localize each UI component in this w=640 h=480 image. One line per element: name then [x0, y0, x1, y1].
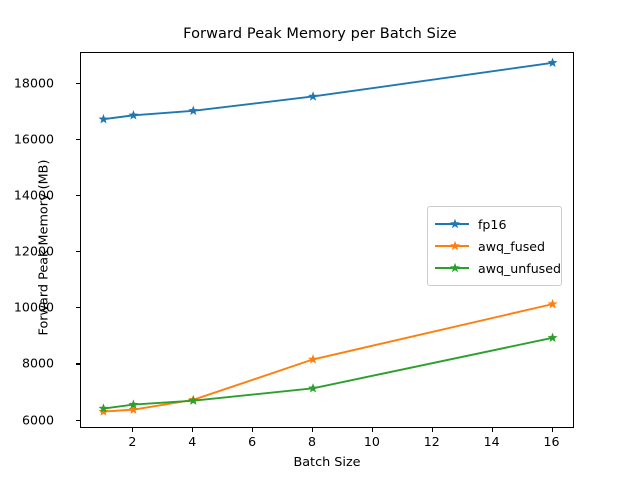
x-tick-mark: [132, 428, 134, 432]
chart-title: Forward Peak Memory per Batch Size: [183, 26, 457, 42]
x-tick-label: 2: [128, 434, 137, 449]
legend-swatch: [435, 217, 469, 231]
data-point-marker: [308, 91, 318, 101]
y-tick-label: 18000: [13, 75, 54, 91]
data-point-marker: [547, 332, 558, 343]
series-line: [102, 303, 554, 413]
y-tick-mark: [76, 251, 80, 253]
data-point-marker: [188, 105, 199, 116]
data-point-marker: [188, 395, 199, 405]
x-tick-label: 14: [483, 434, 500, 449]
x-tick-label: 8: [308, 434, 317, 449]
legend-item-fp16: fp16: [435, 213, 554, 235]
y-tick-label: 12000: [13, 243, 54, 259]
legend-label: awq_fused: [478, 238, 546, 254]
series-fp16: [98, 57, 558, 124]
y-tick-label: 8000: [21, 355, 54, 371]
y-tick-label: 14000: [13, 187, 54, 203]
legend-line: [435, 223, 469, 225]
data-point-marker: [547, 298, 558, 309]
x-tick-mark: [551, 428, 553, 432]
x-tick-mark: [192, 428, 194, 432]
y-tick-mark: [76, 307, 80, 309]
data-point-marker: [98, 403, 109, 413]
y-tick-mark: [76, 138, 80, 141]
x-tick-mark: [491, 428, 493, 432]
legend-star-icon: [450, 240, 460, 251]
data-point-marker: [128, 110, 139, 120]
legend-item-awq_unfused: awq_unfused: [435, 257, 561, 279]
data-point-marker: [98, 406, 109, 416]
legend-star-icon: [450, 262, 460, 273]
y-tick-mark: [76, 82, 80, 84]
y-tick-label: 6000: [21, 412, 54, 428]
data-point-marker: [98, 114, 109, 124]
legend: fp16 awq_fused awq_unfused: [427, 206, 562, 286]
x-tick-mark: [252, 428, 254, 432]
data-point-marker: [547, 57, 558, 68]
series-awq_unfused: [98, 332, 558, 413]
y-tick-label: 16000: [13, 131, 54, 147]
y-tick-label: 10000: [13, 299, 54, 315]
legend-label: fp16: [478, 216, 507, 232]
x-tick-mark: [431, 428, 433, 432]
data-point-marker: [308, 383, 318, 393]
data-point-marker: [128, 399, 139, 409]
series-line: [102, 336, 554, 410]
series-layer: [98, 57, 558, 416]
legend-item-awq_fused: awq_fused: [435, 235, 554, 257]
x-tick-label: 4: [188, 434, 197, 449]
data-point-marker: [308, 354, 318, 364]
x-tick-label: 10: [363, 434, 380, 449]
legend-label: awq_unfused: [478, 260, 561, 276]
legend-swatch: [435, 239, 469, 253]
y-tick-mark: [76, 195, 80, 197]
legend-line: [435, 267, 469, 269]
x-axis-label: Batch Size: [293, 455, 361, 470]
series-awq_fused: [98, 298, 558, 416]
x-tick-mark: [371, 428, 373, 432]
x-tick-label: 6: [248, 434, 257, 449]
legend-line: [435, 245, 469, 247]
x-tick-mark: [312, 428, 314, 432]
y-tick-mark: [76, 363, 80, 365]
x-tick-label: 16: [543, 434, 560, 449]
legend-star-icon: [450, 218, 460, 229]
plot-area: [80, 52, 574, 428]
data-point-marker: [128, 404, 139, 414]
y-tick-mark: [76, 419, 80, 421]
x-tick-label: 12: [423, 434, 440, 449]
series-line: [102, 61, 554, 121]
legend-swatch: [435, 261, 469, 275]
